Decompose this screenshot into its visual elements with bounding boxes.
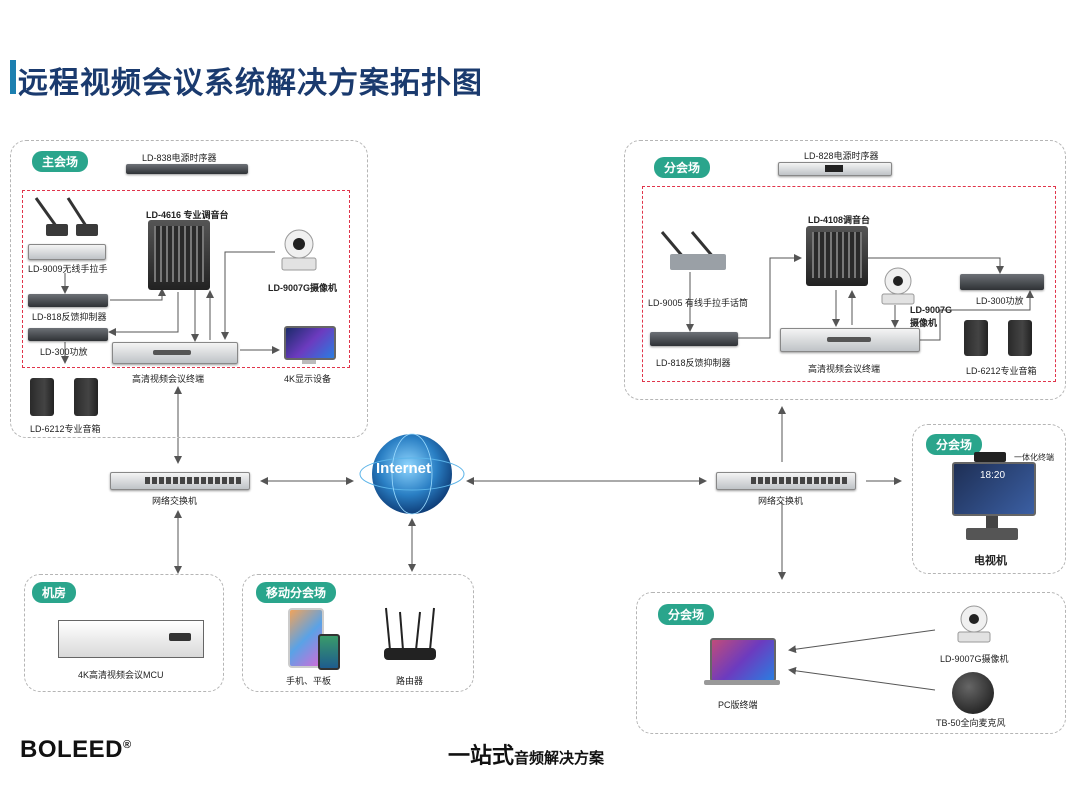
- router-icon: [384, 607, 436, 660]
- branch1-camera-icon: [881, 267, 915, 305]
- branch1-camera-model-label: LD-9007G: [910, 305, 953, 315]
- laptop-base: [704, 680, 780, 685]
- pc-site-camera-label: LD-9007G摄像机: [940, 654, 1009, 664]
- branch1-feedback-suppressor-device: [650, 332, 738, 346]
- branch1-amplifier-device: [960, 274, 1044, 290]
- branch-site-1-tag: 分会场: [654, 157, 711, 178]
- phone-icon: [318, 634, 340, 670]
- branch1-codec-label: 高清视频会议终端: [808, 364, 881, 374]
- branch1-power-sequencer-label: LD-828电源时序器: [804, 151, 879, 161]
- branch1-mixer-label: LD-4108调音台: [808, 215, 871, 225]
- power-sequencer-device: [126, 164, 248, 174]
- wireless-receiver-device: [28, 244, 106, 260]
- branch1-mixer-device: [806, 226, 868, 286]
- ptz-camera-icon: [281, 229, 317, 271]
- left-switch-label: 网络交换机: [152, 496, 198, 506]
- wired-microphone-icon: [660, 231, 726, 270]
- left-network-switch-device: [110, 472, 250, 490]
- main-camera-label: LD-9007G摄像机: [268, 283, 338, 293]
- tv-stand-base: [966, 528, 1018, 540]
- main-site-tag: 主会场: [32, 151, 89, 172]
- main-power-sequencer-label: LD-838电源时序器: [142, 153, 217, 163]
- main-amplifier-device: [28, 328, 108, 341]
- wireless-microphone-icon: [34, 197, 98, 236]
- display-stand: [302, 360, 316, 364]
- right-network-switch-device: [716, 472, 856, 490]
- branch1-codec-device: [780, 328, 920, 352]
- mobile-site-tag: 移动分会场: [256, 582, 337, 603]
- pc-site-camera-icon: [957, 605, 991, 643]
- main-wireless-mic-label: LD-9009无线手拉手: [28, 264, 108, 274]
- branch1-feedback-suppressor-label: LD-818反馈抑制器: [656, 358, 731, 368]
- main-site-rack-boundary: [22, 190, 350, 368]
- internet-globe-icon: [359, 433, 465, 515]
- branch1-speaker-right: [1008, 320, 1032, 356]
- branch1-power-sequencer-device: [778, 162, 892, 176]
- omnidirectional-microphone-icon: [952, 672, 994, 714]
- main-speaker-right: [74, 378, 98, 416]
- integrated-terminal-camera: [974, 452, 1006, 462]
- branch1-wired-mic-label: LD-9005 有线手拉手话筒: [648, 298, 749, 308]
- title-accent-bar: [10, 60, 16, 94]
- main-speakers-label: LD-6212专业音箱: [30, 424, 101, 434]
- slogan: 一站式音频解决方案: [448, 743, 605, 769]
- main-site-panel: [10, 140, 368, 438]
- main-display-label: 4K显示设备: [284, 374, 332, 384]
- main-amplifier-label: LD-300功放: [40, 347, 88, 357]
- main-mixer-label: LD-4616 专业调音台: [146, 210, 229, 220]
- phone-tablet-label: 手机、平板: [286, 676, 332, 686]
- tv-site-tag: 分会场: [926, 434, 983, 455]
- branch1-amplifier-label: LD-300功放: [976, 296, 1024, 306]
- server-room-panel: [24, 574, 224, 692]
- mcu-label: 4K高清视频会议MCU: [78, 670, 164, 680]
- main-speaker-left: [30, 378, 54, 416]
- right-switch-label: 网络交换机: [758, 496, 804, 506]
- brand-logo: BOLEED®: [20, 736, 132, 763]
- tv-site-panel: [912, 424, 1066, 574]
- mixer-device: [148, 220, 210, 290]
- page-title: 远程视频会议系统解决方案拓扑图: [18, 67, 483, 100]
- pc-site-mic-label: TB-50全向麦克风: [936, 718, 1006, 728]
- pc-site-panel: [636, 592, 1066, 734]
- main-feedback-suppressor-label: LD-818反馈抑制器: [32, 312, 107, 322]
- laptop-screen-icon: [710, 638, 776, 682]
- mobile-site-panel: [242, 574, 474, 692]
- pc-site-tag: 分会场: [658, 604, 715, 625]
- tv-site-note-label: 一体化终端: [1014, 453, 1054, 462]
- branch1-speakers-label: LD-6212专业音箱: [966, 366, 1037, 376]
- branch1-speaker-left: [964, 320, 988, 356]
- tv-site-label: 电视机: [974, 555, 1007, 567]
- main-codec-label: 高清视频会议终端: [132, 374, 205, 384]
- tv-clock: 18:20: [980, 470, 1006, 481]
- internet-label: Internet: [376, 460, 432, 477]
- branch-site-1-panel: [624, 140, 1066, 400]
- main-feedback-suppressor-device: [28, 294, 108, 307]
- main-codec-device: [112, 342, 238, 364]
- branch1-camera-desc-label: 摄像机: [910, 318, 938, 328]
- mcu-device: [58, 620, 204, 658]
- display-monitor-icon: [284, 326, 336, 360]
- branch-site-1-rack-boundary: [642, 186, 1056, 382]
- pc-terminal-label: PC版终端: [718, 700, 758, 710]
- router-label: 路由器: [396, 676, 424, 686]
- tv-screen-icon: 18:20: [952, 462, 1036, 516]
- server-room-tag: 机房: [32, 582, 77, 603]
